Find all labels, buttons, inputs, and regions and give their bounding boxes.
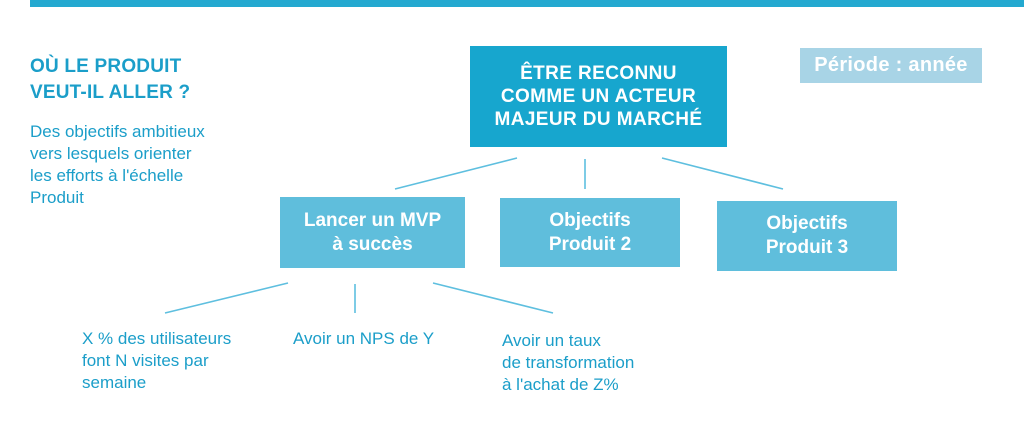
top-accent-bar [30,0,1024,7]
period-badge: Période : année [800,48,982,83]
question-description: Des objectifs ambitieux vers lesquels or… [30,122,205,207]
goal-box-mvp-label: Lancer un MVP à succès [303,209,442,255]
period-badge-label: Période : année [814,54,968,76]
connector-root-right [661,157,784,190]
kpi-users-visits: X % des utilisateurs font N visites par … [82,329,232,392]
kpi-conversion: Avoir un taux de transformation à l'acha… [502,331,635,394]
kpi-nps: Avoir un NPS de Y [293,329,435,348]
goal-root-box: ÊTRE RECONNU COMME UN ACTEUR MAJEUR DU M… [470,46,727,147]
question-heading: OÙ LE PRODUIT VEUT-IL ALLER ? [30,56,191,103]
goal-box-produit-2: Objectifs Produit 2 [500,198,680,267]
connector-mvp-left [164,282,289,314]
goal-root-label: ÊTRE RECONNU COMME UN ACTEUR MAJEUR DU M… [494,63,703,130]
connector-root-left [394,157,518,190]
goal-box-produit-3: Objectifs Produit 3 [717,201,897,271]
goal-box-produit-3-label: Objectifs Produit 3 [765,213,849,258]
connector-mvp-right [432,282,554,314]
goal-box-mvp: Lancer un MVP à succès [280,197,465,268]
goal-box-produit-2-label: Objectifs Produit 2 [548,209,632,255]
